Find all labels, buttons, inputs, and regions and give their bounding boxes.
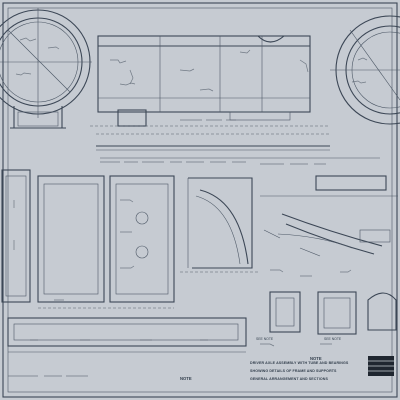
top-elevation-view (90, 35, 380, 159)
note-label-1: NOTE (180, 376, 192, 381)
title-block-line-3: GENERAL ARRANGEMENT AND SECTIONS (250, 377, 328, 381)
callout-see-note-1: SEE NOTE (256, 337, 274, 341)
maker-mark-stamp (368, 356, 394, 376)
title-block-line-1: DRIVER AXLE ASSEMBLY WITH TUBE AND BEARI… (250, 361, 349, 365)
callout-see-note-2: SEE NOTE (324, 337, 342, 341)
small-details (260, 291, 397, 347)
left-circular-section (0, 8, 92, 129)
note-label-2: NOTE (310, 356, 322, 361)
right-circular-section (330, 15, 400, 125)
frame-panel-views (1, 169, 175, 309)
bottom-rail-view (7, 317, 247, 353)
arc-band-detail (260, 175, 398, 277)
curved-bracket-detail (180, 177, 260, 273)
title-block: DRIVER AXLE ASSEMBLY WITH TUBE AND BEARI… (250, 361, 349, 381)
annotation-scribbles (8, 119, 326, 377)
title-block-line-2: SHOWING DETAILS OF FRAME AND SUPPORTS (250, 369, 337, 373)
